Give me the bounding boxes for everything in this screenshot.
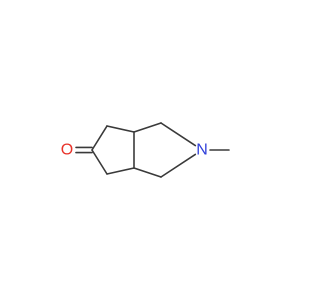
bond-c6-n — [160, 122, 197, 147]
bond-c3-c5 — [106, 167, 135, 175]
bond-c2-c4 — [106, 125, 135, 133]
bond-c4-c6 — [133, 122, 162, 133]
bond-c1-c3 — [91, 149, 108, 175]
bond-layer — [75, 122, 230, 178]
bond-c1-c2 — [91, 125, 108, 151]
bond-c7-n — [160, 153, 197, 178]
atom-label-n: N — [196, 142, 208, 159]
bond-c5-c7 — [133, 167, 162, 178]
atom-label-o: O — [61, 142, 73, 159]
